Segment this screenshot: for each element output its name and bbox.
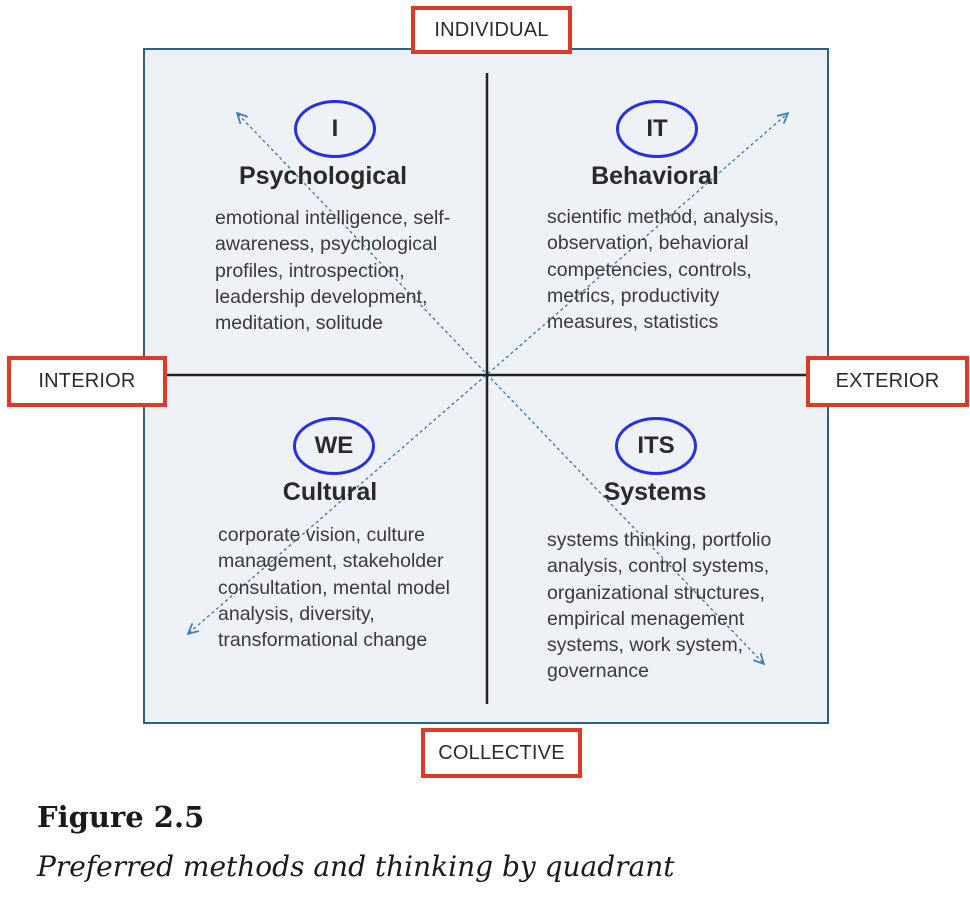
figure-number: Figure 2.5 <box>37 800 205 834</box>
axis-label-collective: COLLECTIVE <box>421 728 582 778</box>
quadrant-title-behavioral: Behavioral <box>591 162 719 190</box>
quadrant-badge-i: I <box>294 100 376 158</box>
quadrant-title-cultural: Cultural <box>282 478 378 506</box>
axis-label-individual: INDIVIDUAL <box>411 6 572 54</box>
axis-label-exterior: EXTERIOR <box>806 356 969 407</box>
quadrant-text-psychological: emotional intelligence, self- awareness,… <box>215 207 451 335</box>
quadrant-text-systems: systems thinking, portfolio analysis, co… <box>547 529 772 683</box>
quadrant-title-psychological: Psychological <box>238 162 408 190</box>
quadrant-text-behavioral: scientific method, analysis, observation… <box>547 206 779 334</box>
quadrant-badge-its: ITS <box>615 417 697 475</box>
quadrant-title-systems: Systems <box>603 478 707 506</box>
quadrant-badge-it: IT <box>616 100 698 158</box>
axis-label-interior: INTERIOR <box>7 356 167 407</box>
quadrant-badge-we: WE <box>293 417 375 475</box>
quadrant-text-cultural: corporate vision, culture management, st… <box>218 524 450 652</box>
figure-caption: Preferred methods and thinking by quadra… <box>37 850 675 883</box>
